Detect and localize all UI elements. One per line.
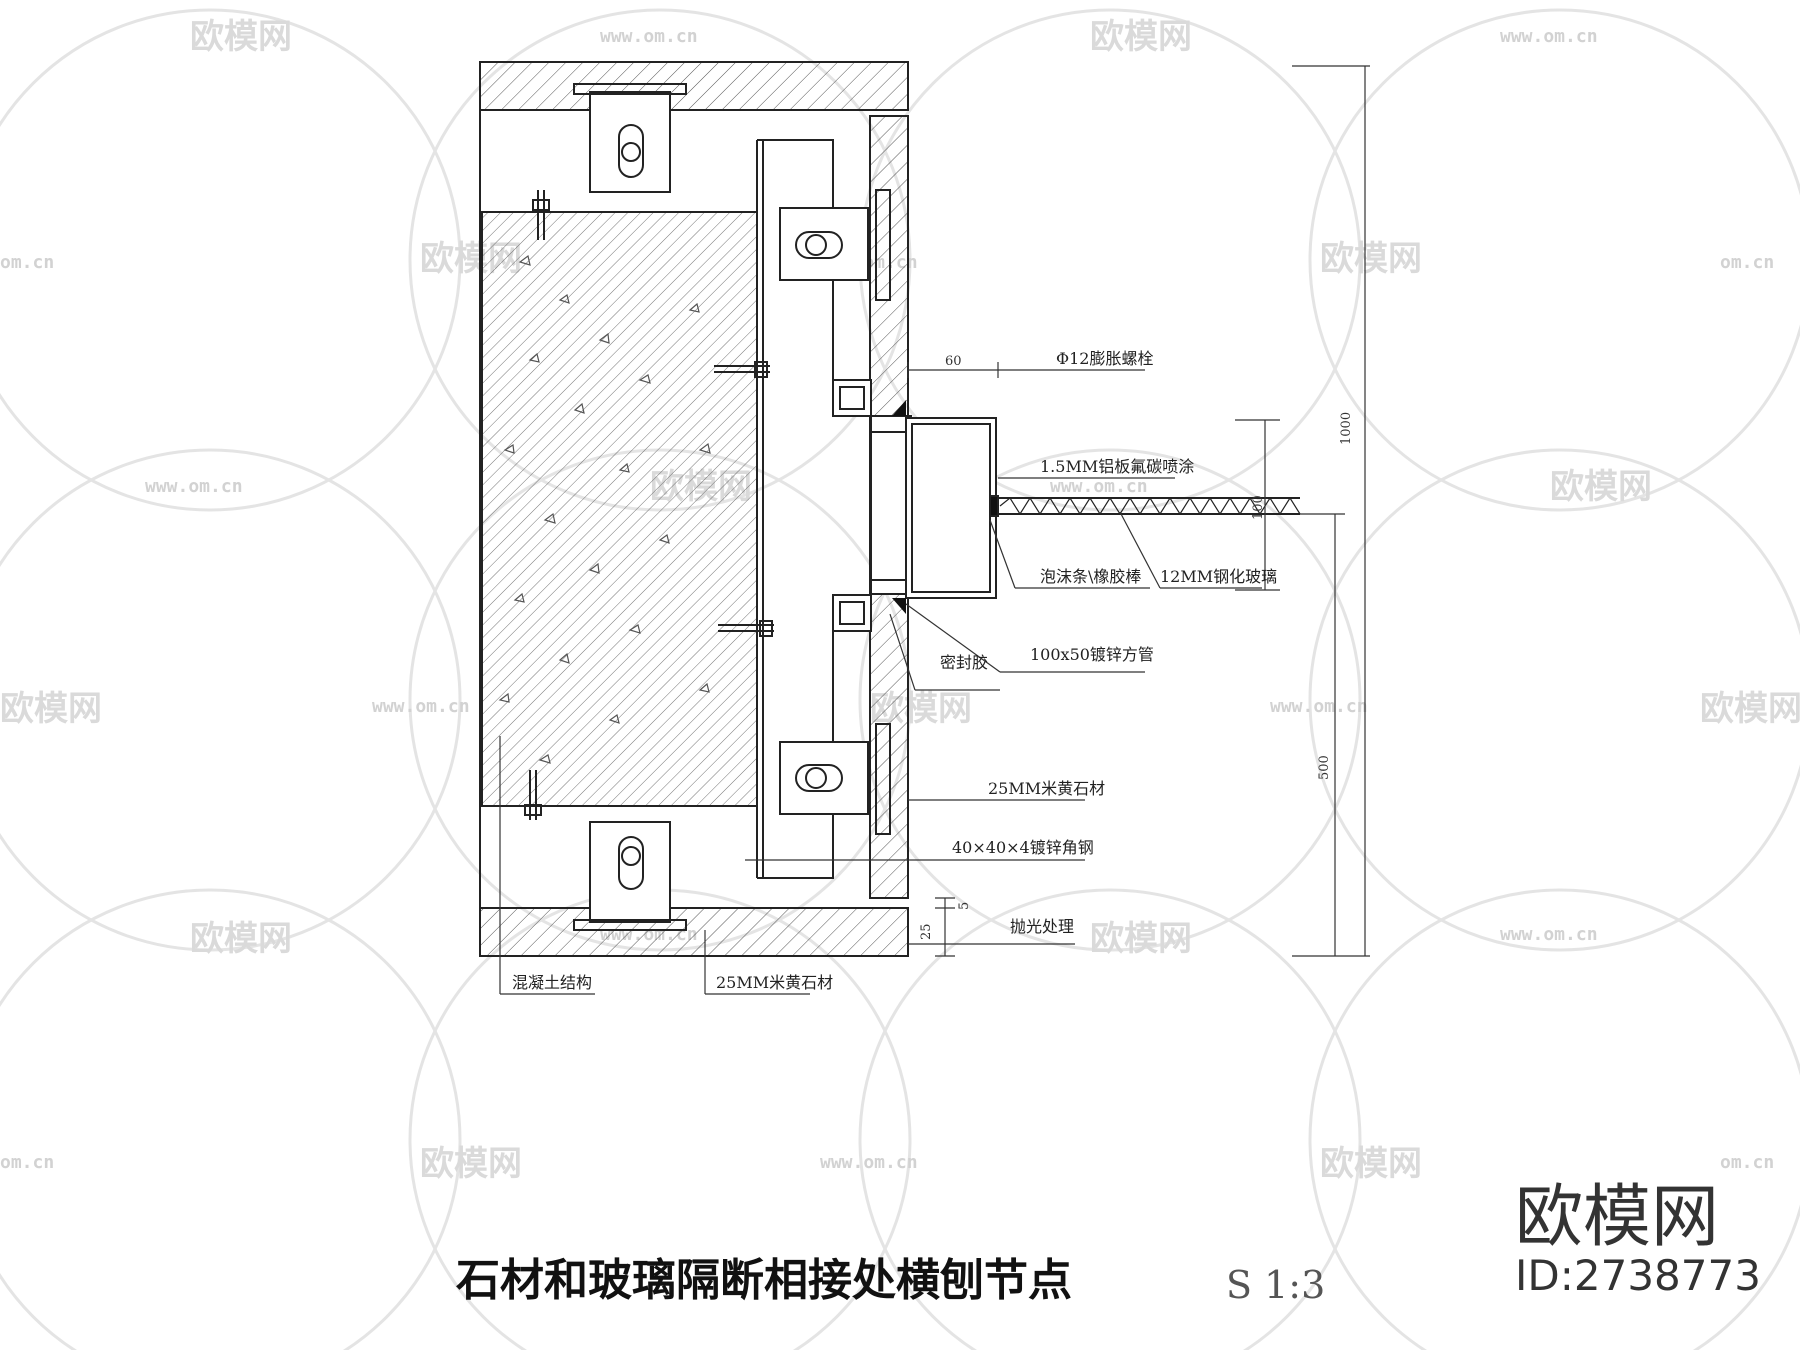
top-bracket — [573, 83, 687, 193]
watermark-logo: 欧模网 — [1090, 17, 1192, 57]
watermark-url: om.cn — [0, 1152, 54, 1173]
watermark-url: om.cn — [1720, 252, 1774, 273]
watermark-url: www.om.cn — [1050, 476, 1148, 497]
watermark-url: www.om.cn — [600, 26, 698, 47]
top-stone-slab — [479, 61, 909, 111]
callout-foam-strip: 泡沫条\橡胶棒 — [1040, 567, 1141, 586]
watermark-logo: 欧模网 — [420, 1144, 522, 1184]
callout-polish: 抛光处理 — [1010, 917, 1074, 936]
watermark-url: www.om.cn — [1500, 924, 1598, 945]
dim-5: 5 — [957, 902, 972, 910]
lower-right-bracket — [779, 723, 891, 835]
callout-labels: Φ12膨胀螺栓 1.5MM铝板氟碳喷涂 泡沫条\橡胶棒 12MM钢化玻璃 密封胶… — [512, 349, 1277, 992]
expansion-bolts — [524, 190, 774, 820]
brand-id: ID:2738773 — [1515, 1251, 1761, 1300]
watermark-url: www.om.cn — [1270, 696, 1368, 717]
callout-aluminum-panel: 1.5MM铝板氟碳喷涂 — [1040, 457, 1194, 476]
bottom-bracket — [573, 821, 687, 931]
title-block: 石材和玻璃隔断相接处横刨节点 S 1:3 — [456, 1255, 1325, 1307]
tempered-glass — [989, 495, 1301, 517]
callout-tempered-glass: 12MM钢化玻璃 — [1160, 567, 1277, 586]
watermark-url: www.om.cn — [372, 696, 470, 717]
watermark-logo: 欧模网 — [1090, 919, 1192, 959]
dim-1000: 1000 — [1339, 412, 1354, 445]
callout-sealant: 密封胶 — [940, 653, 988, 672]
concrete-structure — [481, 211, 758, 807]
watermark-url: www.om.cn — [145, 476, 243, 497]
watermark-layer: 欧模网 欧模网 欧模网 欧模网 欧模网 欧模网 欧模网 欧模网 欧模网 欧模网 … — [0, 8, 1800, 1350]
watermark-url: om.cn — [1720, 1152, 1774, 1173]
watermark-url: www.om.cn — [1500, 26, 1598, 47]
watermark-logo: 欧模网 — [1320, 239, 1422, 279]
watermark-logo: 欧模网 — [190, 919, 292, 959]
callout-stone-bottom: 25MM米黄石材 — [716, 973, 833, 992]
galvanized-tubes — [832, 379, 872, 632]
watermark-url: www.om.cn — [820, 1152, 918, 1173]
watermark-logo: 欧模网 — [0, 689, 102, 729]
drawing-scale: S 1:3 — [1226, 1263, 1325, 1307]
drawing-title: 石材和玻璃隔断相接处横刨节点 — [456, 1255, 1072, 1306]
brand-name: 欧模网 — [1515, 1178, 1719, 1257]
callout-angle-steel: 40×40×4镀锌角钢 — [952, 838, 1094, 857]
dim-60: 60 — [945, 354, 962, 369]
watermark-logos: 欧模网 欧模网 欧模网 欧模网 欧模网 欧模网 欧模网 欧模网 欧模网 欧模网 … — [0, 17, 1800, 1184]
watermark-url: om.cn — [0, 252, 54, 273]
brand-block: 欧模网 ID:2738773 — [1515, 1178, 1761, 1300]
watermark-logo: 欧模网 — [190, 17, 292, 57]
dim-500: 500 — [1317, 755, 1332, 780]
callout-bolt: Φ12膨胀螺栓 — [1056, 349, 1153, 368]
dim-100: 100 — [1251, 495, 1266, 520]
callout-stone-right: 25MM米黄石材 — [988, 779, 1105, 798]
callout-concrete: 混凝土结构 — [512, 973, 592, 992]
watermark-logo: 欧模网 — [1550, 467, 1652, 507]
watermark-logo: 欧模网 — [1700, 689, 1800, 729]
sealant — [892, 400, 906, 614]
dimension-labels: 60 100 1000 500 5 25 — [919, 354, 1354, 940]
watermark-logo: 欧模网 — [1320, 1144, 1422, 1184]
bottom-stone-slab — [479, 907, 909, 957]
upper-right-bracket — [779, 189, 891, 301]
dim-25: 25 — [919, 923, 934, 940]
aluminum-profile — [870, 415, 997, 599]
leader-lines — [499, 369, 1262, 995]
callout-square-tube: 100x50镀锌方管 — [1030, 645, 1154, 664]
